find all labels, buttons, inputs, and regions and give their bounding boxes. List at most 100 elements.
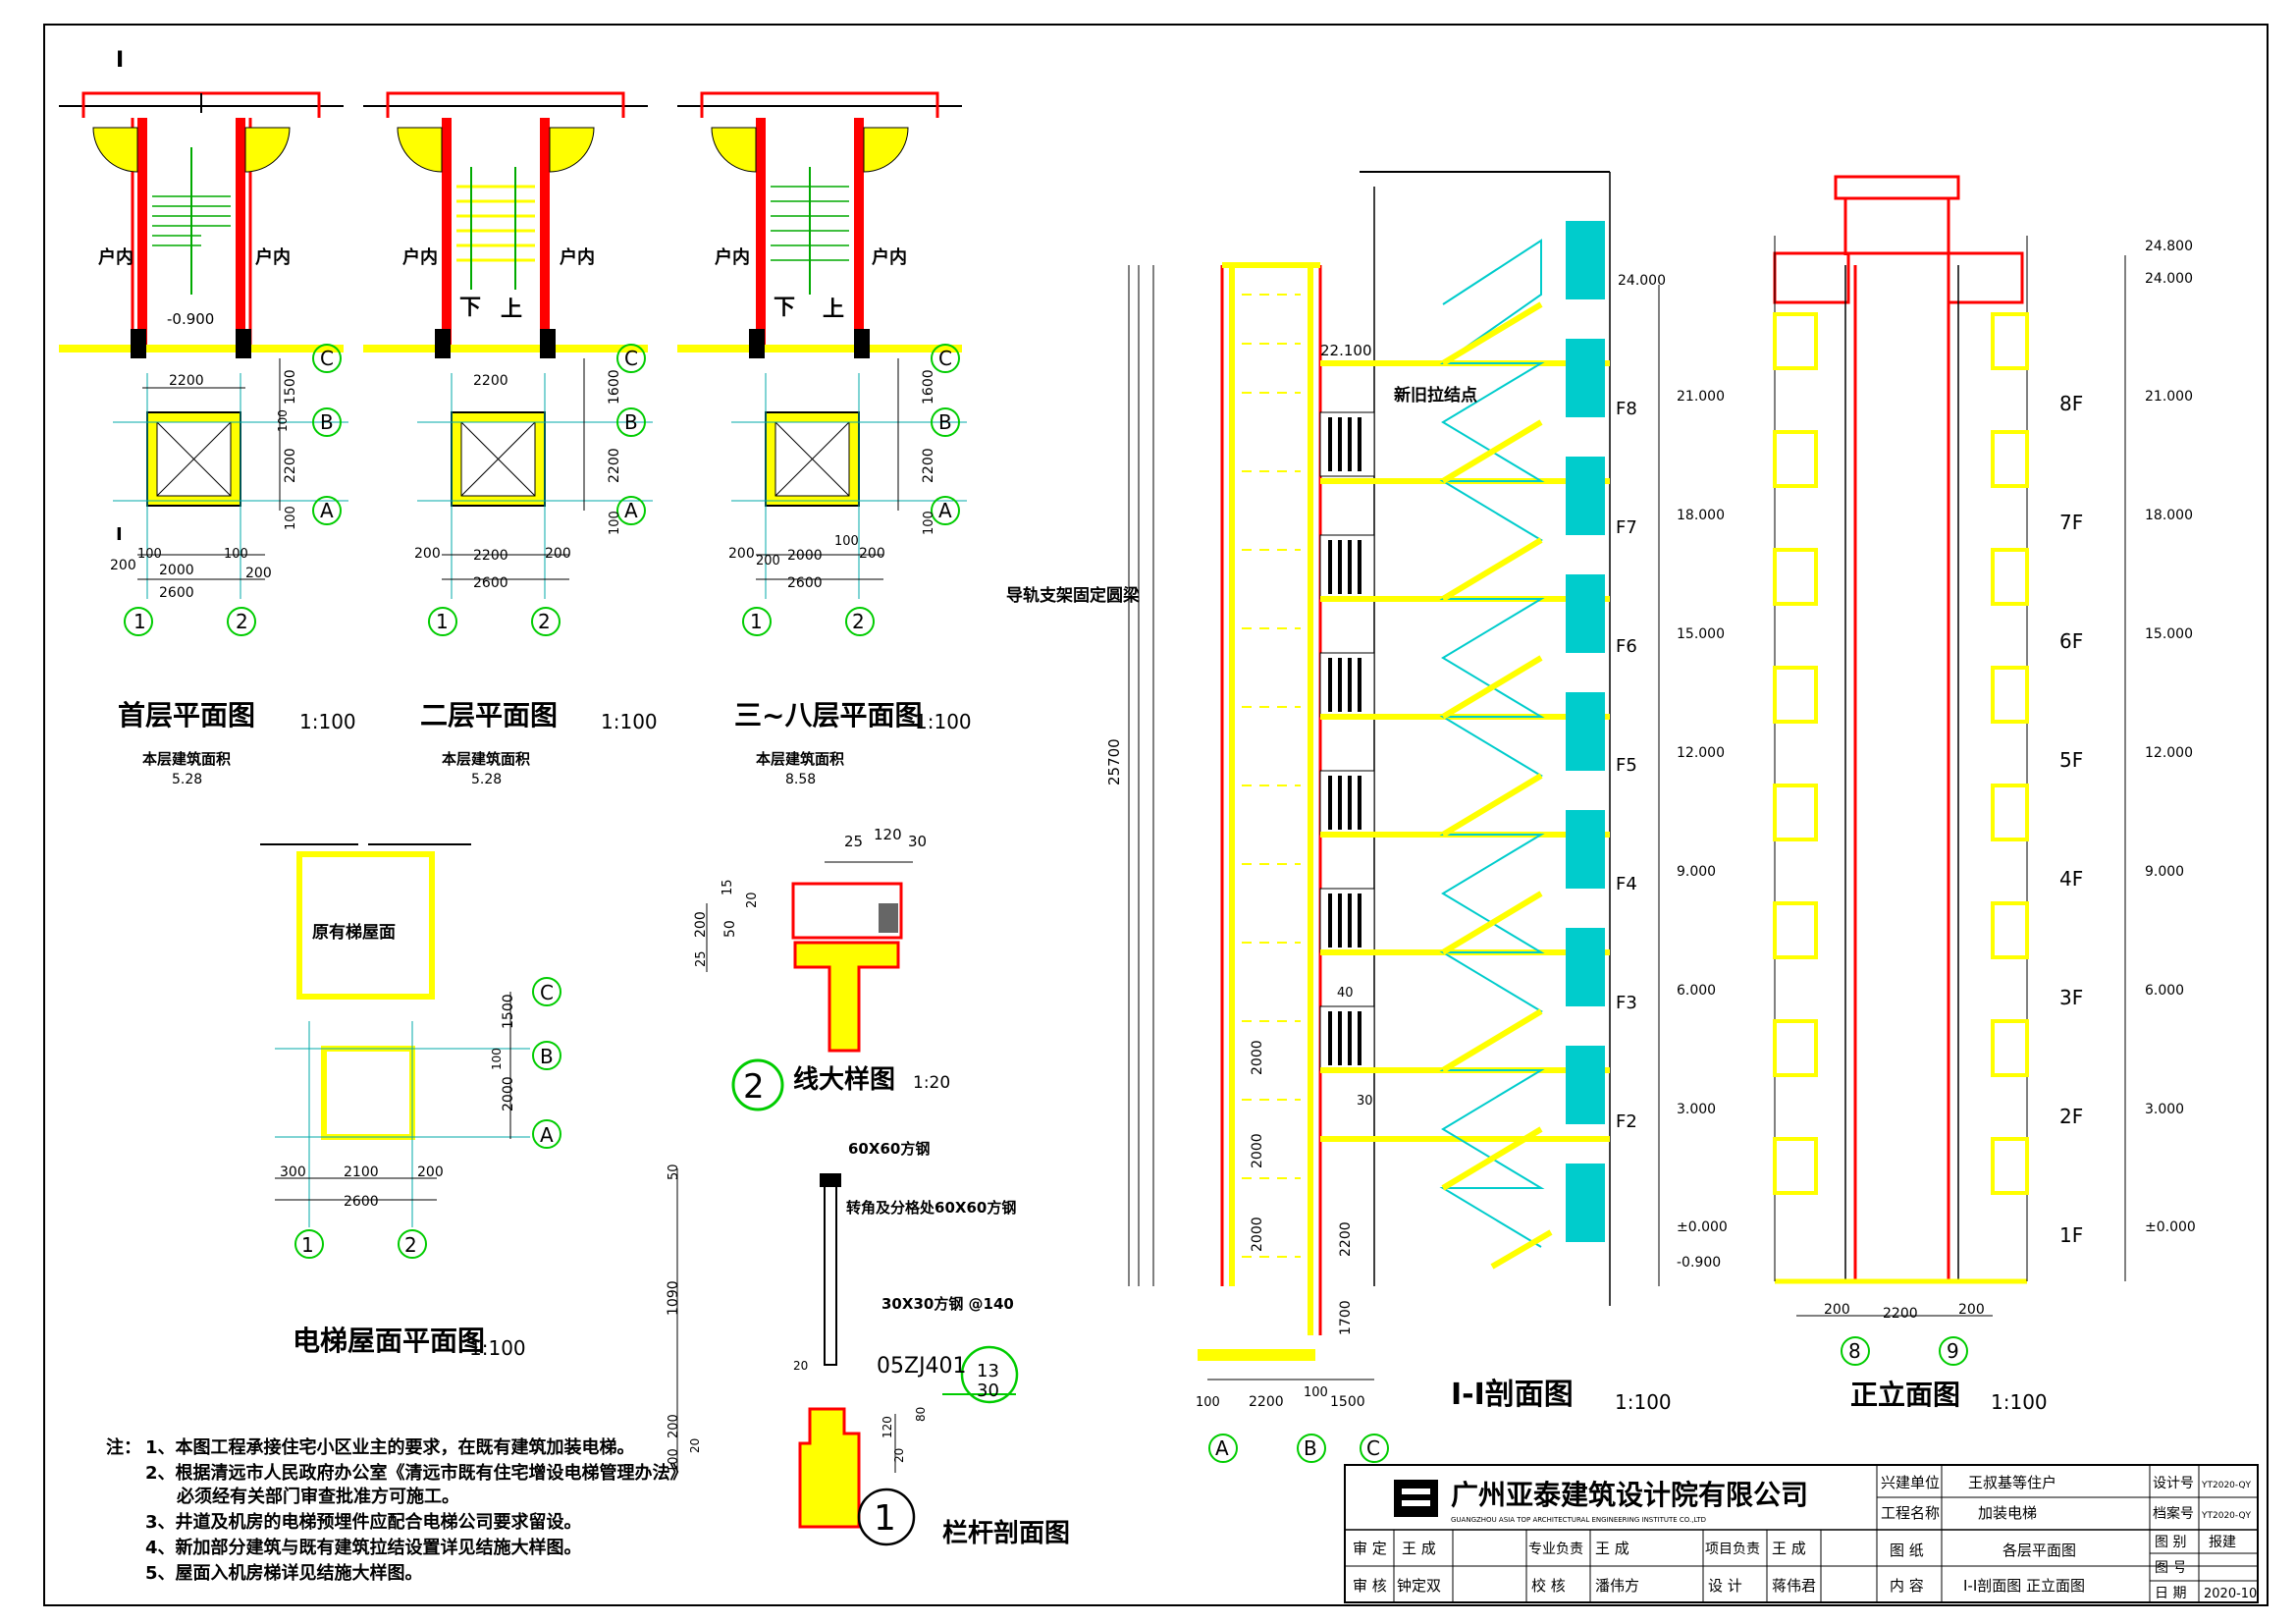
plan3-dim-b3: 2000 bbox=[787, 548, 823, 564]
railing-h5: 20 bbox=[688, 1438, 702, 1453]
note-2b: 必须经有关部门审查批准方可施工。 bbox=[176, 1486, 459, 1507]
company-logo bbox=[1394, 1480, 1438, 1517]
detail2-num: 2 bbox=[743, 1067, 765, 1107]
plan3-dim-r4: 100 bbox=[922, 511, 936, 535]
section-h2000b: 2000 bbox=[1250, 1133, 1265, 1168]
railing-h3: 200 bbox=[667, 1414, 681, 1438]
plan3-grid-1: 1 bbox=[750, 610, 763, 633]
plan3-scale: 1:100 bbox=[915, 710, 972, 733]
elev-floor-7f: 7F bbox=[2059, 511, 2083, 534]
section-level-3: 3.000 bbox=[1677, 1102, 1716, 1117]
plan2-grid-c: C bbox=[624, 347, 638, 370]
plan1-area-label: 本层建筑面积 bbox=[142, 750, 231, 768]
plan2-down: 下 bbox=[459, 296, 481, 320]
plan1-grid-c: C bbox=[320, 347, 334, 370]
detail2-v4: 200 bbox=[693, 911, 709, 938]
elevator-roof-plan bbox=[260, 843, 561, 1259]
section-floor-f8: F8 bbox=[1616, 399, 1637, 419]
pm-label: 项目负责 bbox=[1705, 1542, 1760, 1557]
third-to-eighth-floor-plan bbox=[677, 91, 967, 636]
section-floor-f5: F5 bbox=[1616, 755, 1637, 776]
section-scale: 1:100 bbox=[1615, 1390, 1672, 1414]
plan2-dim-r3: 2200 bbox=[607, 448, 622, 483]
railing-std: 05ZJ401 bbox=[877, 1354, 967, 1379]
section-h2000c: 2000 bbox=[1250, 1217, 1265, 1252]
plan2-room-right: 户内 bbox=[560, 246, 595, 268]
plan3-dim-b5: 200 bbox=[859, 546, 885, 562]
elev-bottom-d2: 2200 bbox=[1883, 1306, 1918, 1322]
major-label: 专业负责 bbox=[1528, 1542, 1583, 1557]
elev-floor-1f: 1F bbox=[2059, 1223, 2083, 1247]
section-i-i-drawing bbox=[1128, 171, 1660, 1463]
detail2-v5: 25 bbox=[694, 950, 709, 967]
section-floor-f3: F3 bbox=[1616, 993, 1637, 1013]
plan1-grid-b: B bbox=[320, 410, 334, 434]
railing-num: 1 bbox=[874, 1498, 896, 1539]
plan1-dim-b1: 200 bbox=[110, 558, 136, 573]
plan1-grid-a: A bbox=[320, 499, 334, 522]
elevation-title: 正立面图 bbox=[1850, 1379, 1960, 1411]
section-bottom-d1: 100 bbox=[1196, 1395, 1220, 1410]
date-label: 日 期 bbox=[2155, 1586, 2186, 1601]
detail2-d2: 120 bbox=[874, 826, 902, 843]
section-level-15: 15.000 bbox=[1677, 626, 1725, 642]
plan3-dim-b1: 200 bbox=[728, 546, 755, 562]
plan2-dim-r1: 1600 bbox=[607, 369, 622, 405]
plan1-grid-1: 1 bbox=[133, 610, 146, 633]
section-floor-f4: F4 bbox=[1616, 874, 1637, 894]
elev-bottom-d1: 200 bbox=[1824, 1302, 1850, 1318]
railing-section bbox=[676, 1168, 1019, 1546]
plan1-scale: 1:100 bbox=[299, 710, 356, 733]
plan2-grid-2: 2 bbox=[538, 610, 551, 633]
plan2-dim-top: 2200 bbox=[473, 373, 508, 389]
plan3-up: 上 bbox=[823, 298, 844, 322]
plan3-title: 三~八层平面图 bbox=[734, 699, 922, 731]
date-value: 2020-10 bbox=[2204, 1587, 2257, 1601]
proof-label: 校 核 bbox=[1531, 1577, 1566, 1595]
plan1-dim-b5: 200 bbox=[245, 566, 272, 581]
section-h2000a: 2000 bbox=[1250, 1040, 1265, 1075]
elev-level-6: 6.000 bbox=[2145, 983, 2184, 999]
review-name: 王 成 bbox=[1402, 1540, 1436, 1557]
plan3-dim-r3: 2200 bbox=[921, 448, 936, 483]
railing-d2: 20 bbox=[892, 1448, 906, 1463]
project-value: 加装电梯 bbox=[1978, 1504, 2037, 1522]
section-grid-c: C bbox=[1366, 1436, 1380, 1460]
note-4: 4、新加部分建筑与既有建筑拉结设置详见结施大样图。 bbox=[145, 1537, 582, 1558]
archive-label: 档案号 bbox=[2153, 1505, 2194, 1522]
roof-dim-3: 2000 bbox=[501, 1076, 516, 1111]
roof-dim-total: 2600 bbox=[344, 1194, 379, 1210]
railing-ref-bot: 30 bbox=[977, 1380, 999, 1401]
elev-grid-8: 8 bbox=[1848, 1339, 1861, 1363]
note-1: 1、本图工程承接住宅小区业主的要求，在既有建筑加装电梯。 bbox=[145, 1436, 635, 1458]
plan2-scale: 1:100 bbox=[601, 710, 658, 733]
section-level-0: ±0.000 bbox=[1677, 1219, 1728, 1235]
elev-level-248: 24.800 bbox=[2145, 239, 2193, 254]
railing-h4: 100 bbox=[667, 1448, 681, 1473]
detail2-v1: 15 bbox=[721, 879, 735, 895]
roof-dim-b1: 300 bbox=[280, 1164, 306, 1180]
plan2-grid-a: A bbox=[624, 499, 638, 522]
note-5: 5、屋面入机房梯详见结施大样图。 bbox=[145, 1562, 423, 1584]
plan2-dim-b1: 200 bbox=[414, 546, 441, 562]
detail2-v3: 50 bbox=[722, 920, 738, 938]
plan2-title: 二层平面图 bbox=[420, 699, 558, 731]
project-label: 工程名称 bbox=[1881, 1504, 1940, 1522]
company-name: 广州亚泰建筑设计院有限公司 bbox=[1451, 1479, 1808, 1511]
elev-level-9: 9.000 bbox=[2145, 864, 2184, 880]
company-name-en: GUANGZHOU ASIA TOP ARCHITECTURAL ENGINEE… bbox=[1451, 1516, 1706, 1524]
elev-level-18: 18.000 bbox=[2145, 508, 2193, 523]
elev-floor-4f: 4F bbox=[2059, 867, 2083, 891]
major-name: 王 成 bbox=[1595, 1540, 1629, 1557]
plan1-title: 首层平面图 bbox=[118, 699, 255, 731]
elev-level-3: 3.000 bbox=[2145, 1102, 2184, 1117]
elev-level-21: 21.000 bbox=[2145, 389, 2193, 405]
roof-dim-b3: 200 bbox=[417, 1164, 444, 1180]
railing-ref-top: 13 bbox=[977, 1361, 999, 1381]
section-anchor-note: 导轨支架固定圆梁 bbox=[1006, 585, 1141, 606]
section-level-6: 6.000 bbox=[1677, 983, 1716, 999]
plan1-dim-r4: 100 bbox=[284, 506, 298, 530]
section-h30: 30 bbox=[1357, 1094, 1373, 1109]
plan3-grid-2: 2 bbox=[852, 610, 865, 633]
